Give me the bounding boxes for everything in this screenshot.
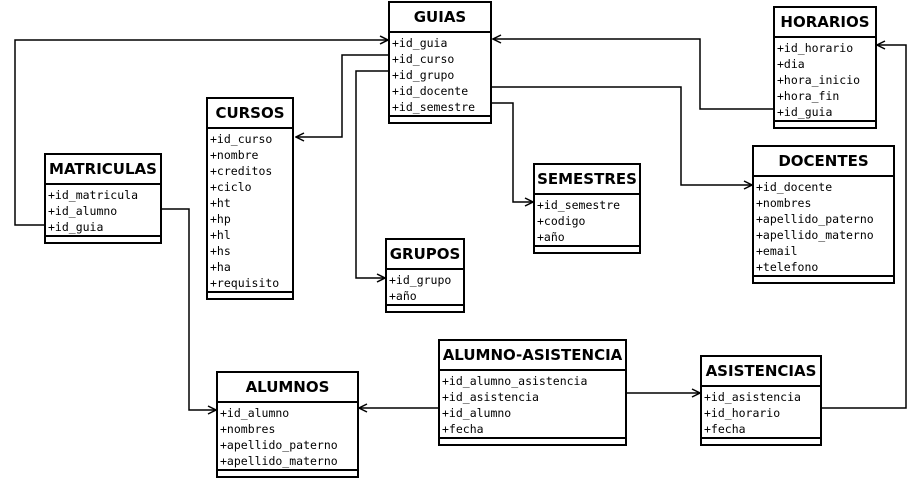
entity-methods-compartment bbox=[218, 471, 357, 476]
entity-grupos[interactable]: GRUPOS +id_grupo +año bbox=[385, 238, 465, 313]
entity-horarios[interactable]: HORARIOS +id_horario +dia +hora_inicio +… bbox=[773, 6, 877, 129]
field: +id_asistencia bbox=[442, 390, 539, 404]
field: +id_horario bbox=[777, 41, 854, 55]
entity-title: CURSOS bbox=[208, 99, 292, 129]
field: +telefono bbox=[756, 260, 819, 274]
field: +hora_inicio bbox=[777, 73, 861, 87]
rel-horarios-guias bbox=[493, 39, 775, 110]
entity-methods-compartment bbox=[46, 237, 160, 242]
field: +id_guia bbox=[48, 220, 104, 234]
entity-methods-compartment bbox=[440, 439, 625, 444]
entity-docentes[interactable]: DOCENTES +id_docente +nombres +apellido_… bbox=[752, 145, 895, 284]
entity-alumnos[interactable]: ALUMNOS +id_alumno +nombres +apellido_pa… bbox=[216, 371, 359, 478]
entity-methods-compartment bbox=[702, 439, 820, 444]
field: +id_curso bbox=[210, 132, 273, 146]
field-list: +id_horario +dia +hora_inicio +hora_fin … bbox=[775, 38, 875, 122]
rel-matriculas-guias bbox=[14, 40, 388, 226]
field: +id_semestre bbox=[392, 100, 476, 114]
entity-title: HORARIOS bbox=[775, 8, 875, 38]
entity-guias[interactable]: GUIAS +id_guia +id_curso +id_grupo +id_d… bbox=[388, 1, 492, 124]
entity-title: MATRICULAS bbox=[46, 155, 160, 185]
field: +id_docente bbox=[756, 180, 833, 194]
field: +id_asistencia bbox=[704, 390, 801, 404]
field: +hp bbox=[210, 212, 231, 226]
field: +nombres bbox=[756, 196, 812, 210]
field: +apellido_materno bbox=[220, 454, 338, 468]
entity-methods-compartment bbox=[387, 306, 463, 311]
entity-methods-compartment bbox=[775, 122, 875, 127]
field-list: +id_alumno_asistencia +id_asistencia +id… bbox=[440, 371, 625, 439]
field: +id_guia bbox=[392, 36, 448, 50]
entity-title: ASISTENCIAS bbox=[702, 357, 820, 387]
entity-methods-compartment bbox=[208, 293, 292, 298]
field: +id_docente bbox=[392, 84, 469, 98]
field: +hora_fin bbox=[777, 89, 840, 103]
entity-title: GUIAS bbox=[390, 3, 490, 33]
field: +id_alumno bbox=[220, 406, 290, 420]
entity-methods-compartment bbox=[754, 277, 893, 282]
entity-cursos[interactable]: CURSOS +id_curso +nombre +creditos +cicl… bbox=[206, 97, 294, 300]
entity-methods-compartment bbox=[390, 117, 490, 122]
field: +apellido_paterno bbox=[220, 438, 338, 452]
field: +nombre bbox=[210, 148, 259, 162]
field-list: +id_curso +nombre +creditos +ciclo +ht +… bbox=[208, 129, 292, 293]
field: +ht bbox=[210, 196, 231, 210]
field-list: +id_alumno +nombres +apellido_paterno +a… bbox=[218, 403, 357, 471]
field: +ciclo bbox=[210, 180, 252, 194]
rel-guias-semestres bbox=[490, 102, 533, 202]
field: +hs bbox=[210, 244, 231, 258]
field: +id_semestre bbox=[537, 198, 621, 212]
entity-title: ALUMNOS bbox=[218, 373, 357, 403]
field: +id_grupo bbox=[389, 273, 452, 287]
field: +id_alumno_asistencia bbox=[442, 374, 588, 388]
rel-guias-cursos bbox=[296, 54, 390, 137]
field: +id_grupo bbox=[392, 68, 455, 82]
entity-title: ALUMNO-ASISTENCIA bbox=[440, 341, 625, 371]
entity-alumno-asistencia[interactable]: ALUMNO-ASISTENCIA +id_alumno_asistencia … bbox=[438, 339, 627, 446]
entity-methods-compartment bbox=[535, 247, 639, 252]
entity-matriculas[interactable]: MATRICULAS +id_matricula +id_alumno +id_… bbox=[44, 153, 162, 244]
entity-semestres[interactable]: SEMESTRES +id_semestre +codigo +año bbox=[533, 163, 641, 254]
field: +codigo bbox=[537, 214, 586, 228]
field: +requisito bbox=[210, 276, 280, 290]
field: +apellido_materno bbox=[756, 228, 874, 242]
field: +id_alumno bbox=[48, 204, 118, 218]
field: +nombres bbox=[220, 422, 276, 436]
field: +email bbox=[756, 244, 798, 258]
field: +creditos bbox=[210, 164, 273, 178]
rel-matriculas-alumnos bbox=[160, 208, 216, 410]
field: +fecha bbox=[442, 422, 484, 436]
rel-guias-grupos bbox=[355, 70, 390, 278]
field: +id_guia bbox=[777, 105, 833, 119]
field-list: +id_docente +nombres +apellido_paterno +… bbox=[754, 177, 893, 277]
field: +hl bbox=[210, 228, 231, 242]
field: +dia bbox=[777, 57, 805, 71]
field: +apellido_paterno bbox=[756, 212, 874, 226]
rel-guias-docentes bbox=[490, 86, 752, 185]
field: +ha bbox=[210, 260, 231, 274]
field-list: +id_matricula +id_alumno +id_guia bbox=[46, 185, 160, 237]
field-list: +id_asistencia +id_horario +fecha bbox=[702, 387, 820, 439]
entity-title: GRUPOS bbox=[387, 240, 463, 270]
field: +año bbox=[537, 230, 565, 244]
field-list: +id_semestre +codigo +año bbox=[535, 195, 639, 247]
entity-title: DOCENTES bbox=[754, 147, 893, 177]
entity-title: SEMESTRES bbox=[535, 165, 639, 195]
field: +id_matricula bbox=[48, 188, 139, 202]
field: +id_horario bbox=[704, 406, 781, 420]
entity-asistencias[interactable]: ASISTENCIAS +id_asistencia +id_horario +… bbox=[700, 355, 822, 446]
field: +fecha bbox=[704, 422, 746, 436]
field: +id_curso bbox=[392, 52, 455, 66]
field: +año bbox=[389, 289, 417, 303]
field-list: +id_grupo +año bbox=[387, 270, 463, 306]
field-list: +id_guia +id_curso +id_grupo +id_docente… bbox=[390, 33, 490, 117]
rel-asistencias-horarios bbox=[820, 45, 907, 409]
field: +id_alumno bbox=[442, 406, 512, 420]
